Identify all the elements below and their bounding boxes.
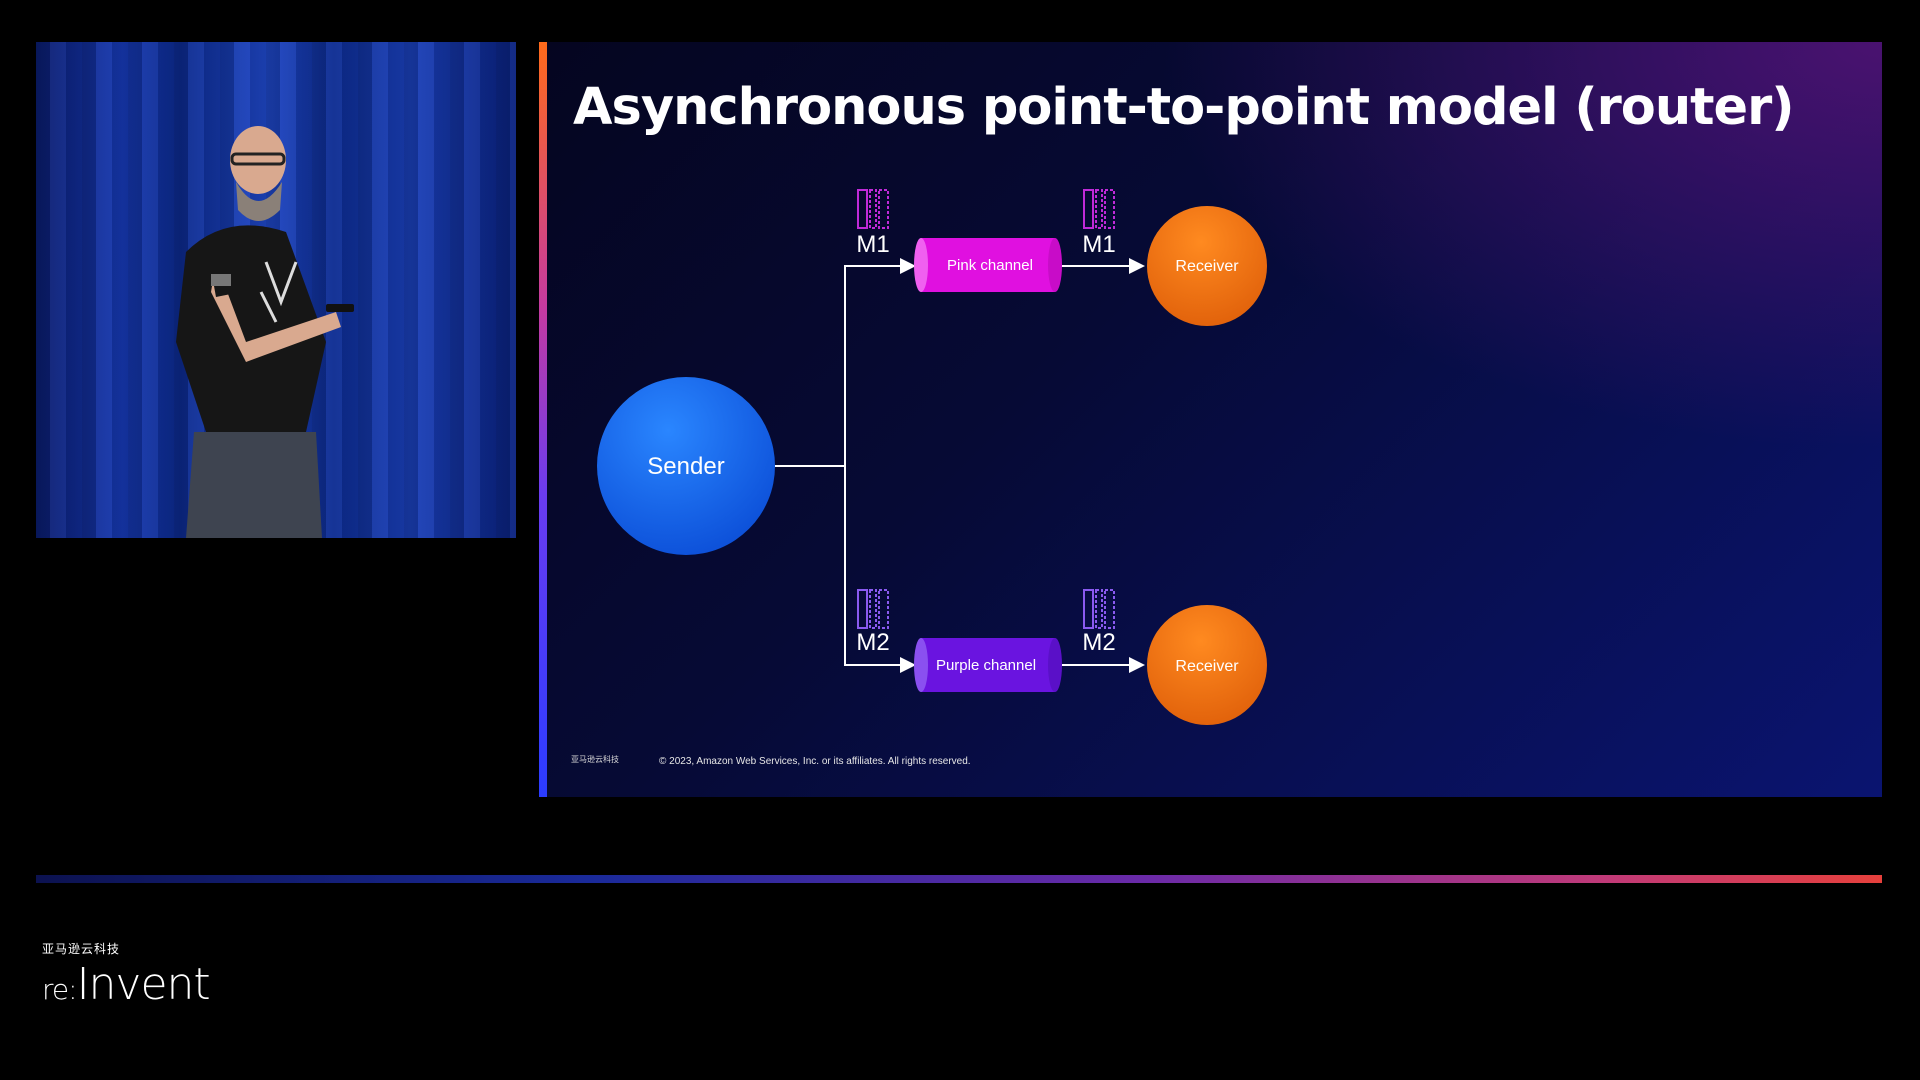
message-label-m2-out: M2 [1082, 629, 1115, 656]
receiver-label-top: Receiver [1175, 258, 1239, 275]
pink-channel: Pink channel [914, 238, 1062, 292]
message-queue-icon [1083, 589, 1115, 629]
sender-node [597, 377, 775, 555]
message-queue-icon [1083, 189, 1115, 229]
pink-channel-label: Pink channel [947, 257, 1033, 274]
sender-label: Sender [647, 453, 724, 480]
event-brand: 亚马逊云科技 re:Invent [42, 940, 211, 1010]
receiver-label-bottom: Receiver [1175, 658, 1239, 675]
receiver-node-top [1147, 206, 1267, 326]
slide-accent-bar [539, 42, 547, 797]
message-label-m1-out: M1 [1082, 231, 1115, 258]
message-queue-icon [857, 589, 889, 629]
slide-footer-logo: 亚马逊云科技 [571, 755, 619, 764]
slide-title: Asynchronous point-to-point model (route… [573, 78, 1795, 137]
presenter-figure [176, 126, 354, 538]
gradient-divider-bar [36, 875, 1882, 883]
purple-channel: Purple channel [914, 638, 1062, 692]
message-label-m2-in: M2 [856, 629, 889, 656]
message-queue-icon [857, 189, 889, 229]
presenter-video [36, 42, 516, 538]
presentation-slide: Asynchronous point-to-point model (route… [539, 42, 1882, 797]
brand-cn-name: 亚马逊云科技 [42, 942, 121, 956]
logo-word: Invent [76, 959, 211, 1010]
receiver-node-bottom [1147, 605, 1267, 725]
logo-prefix: re: [42, 973, 78, 1006]
slide-copyright: © 2023, Amazon Web Services, Inc. or its… [659, 756, 971, 767]
reinvent-logo: re:Invent [42, 959, 211, 1010]
message-label-m1-in: M1 [856, 231, 889, 258]
router-diagram: Sender Pink channel Purple channel Recei… [597, 189, 1267, 725]
purple-channel-label: Purple channel [936, 657, 1036, 674]
